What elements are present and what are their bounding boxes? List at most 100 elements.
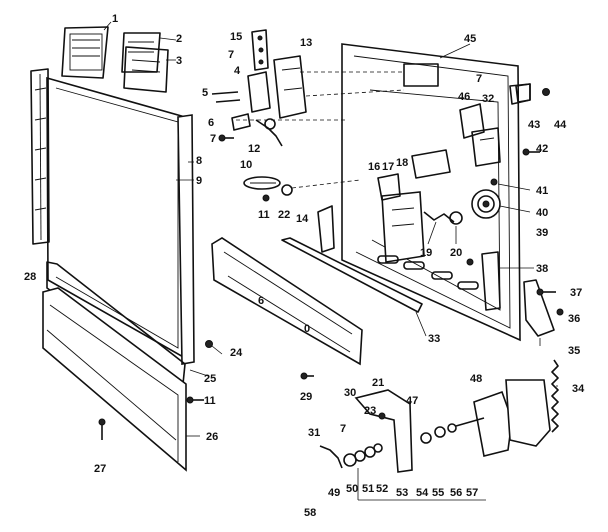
callout-43: 43 xyxy=(528,119,540,131)
washers-49-52 xyxy=(343,443,383,467)
spring-31 xyxy=(319,445,343,469)
callout-15: 15 xyxy=(230,31,242,43)
dispenser-lid-16 xyxy=(377,173,401,201)
lever-18 xyxy=(411,149,451,179)
callout-47: 47 xyxy=(406,395,418,407)
callout-33: 33 xyxy=(428,333,440,345)
callout-7d: 7 xyxy=(340,423,346,435)
vent-slots xyxy=(377,255,479,290)
callout-30: 30 xyxy=(344,387,356,399)
callout-22: 22 xyxy=(278,209,290,221)
callout-57: 57 xyxy=(466,487,478,499)
callout-1: 1 xyxy=(112,13,118,25)
dispenser-body-17 xyxy=(381,191,425,263)
actuator-32 xyxy=(471,127,501,167)
callout-20: 20 xyxy=(450,247,462,259)
callout-31: 31 xyxy=(308,427,320,439)
callout-35: 35 xyxy=(568,345,580,357)
latch-spring-12 xyxy=(255,118,283,147)
screw-7-left xyxy=(218,134,234,142)
callout-44: 44 xyxy=(554,119,567,131)
door-rail xyxy=(281,237,423,313)
bracket-14 xyxy=(317,205,335,253)
callout-6: 6 xyxy=(208,117,214,129)
latch-housing-48 xyxy=(473,390,513,457)
screw-24 xyxy=(205,340,213,348)
callout-41: 41 xyxy=(536,185,548,197)
screws-5 xyxy=(211,91,241,103)
callout-36: 36 xyxy=(568,313,580,325)
lower-trim-25 xyxy=(46,261,186,385)
screw-27 xyxy=(98,418,106,440)
callout-54: 54 xyxy=(416,487,429,499)
screw-41 xyxy=(490,178,498,186)
bracket-38 xyxy=(481,251,501,311)
callout-3: 3 xyxy=(176,55,182,67)
callout-19: 19 xyxy=(420,247,432,259)
callout-11a: 11 xyxy=(258,209,270,221)
callout-10: 10 xyxy=(240,159,252,171)
callout-7c: 7 xyxy=(476,73,482,85)
screw-36 xyxy=(556,308,564,316)
callout-28: 28 xyxy=(24,271,36,283)
screw-42 xyxy=(522,148,540,156)
screw-23 xyxy=(378,412,386,420)
latch-body-47 xyxy=(354,389,413,473)
door-edge-trim xyxy=(177,114,195,365)
latch-bracket-13 xyxy=(273,55,307,119)
callout-11b: 11 xyxy=(204,395,216,407)
toe-panel xyxy=(42,287,187,472)
spring-34 xyxy=(551,359,559,433)
screw-44 xyxy=(542,88,550,96)
counterweight-48 xyxy=(505,379,551,447)
screw-37 xyxy=(536,288,556,296)
latch-bracket-4 xyxy=(247,71,271,113)
callout-42: 42 xyxy=(536,143,548,155)
callout-34: 34 xyxy=(572,383,585,395)
callout-25: 25 xyxy=(204,373,216,385)
latch-lever-6 xyxy=(231,113,251,131)
callout-45: 45 xyxy=(464,33,476,45)
callout-8: 8 xyxy=(196,155,202,167)
callout-51: 51 xyxy=(362,483,374,495)
callout-23: 23 xyxy=(364,405,376,417)
shaft-54-57 xyxy=(420,417,485,444)
callout-26: 26 xyxy=(206,431,218,443)
callout-38: 38 xyxy=(536,263,548,275)
callout-9: 9 xyxy=(196,175,202,187)
callout-46: 46 xyxy=(458,91,470,103)
instruction-card-3 xyxy=(123,46,169,93)
screw-29 xyxy=(300,372,314,380)
hinge-43 xyxy=(509,83,531,105)
actuator-46 xyxy=(459,103,485,139)
callout-4: 4 xyxy=(234,65,241,77)
callout-17: 17 xyxy=(382,161,394,173)
panel-mark-b: 0 xyxy=(304,323,310,335)
callout-49: 49 xyxy=(328,487,340,499)
callout-29: 29 xyxy=(300,391,312,403)
callout-40: 40 xyxy=(536,207,548,219)
callout-32: 32 xyxy=(482,93,494,105)
callout-37: 37 xyxy=(570,287,582,299)
cam-20 xyxy=(449,211,463,225)
washer-22 xyxy=(281,184,293,196)
callout-53: 53 xyxy=(396,487,408,499)
callout-labels: 1 2 3 4 5 6 7 7 7 7 8 9 10 11 11 12 13 1… xyxy=(24,13,585,519)
panel-mark-a: 6 xyxy=(258,295,264,307)
screw-39 xyxy=(466,258,474,266)
instruction-card-1 xyxy=(61,26,109,79)
callout-39: 39 xyxy=(536,227,548,239)
callout-55: 55 xyxy=(432,487,444,499)
callout-52: 52 xyxy=(376,483,388,495)
spring-19 xyxy=(423,211,455,223)
callout-13: 13 xyxy=(300,37,312,49)
callout-7a: 7 xyxy=(228,49,234,61)
screw-11-lower xyxy=(186,396,204,404)
callout-58: 58 xyxy=(304,507,316,519)
callout-21: 21 xyxy=(372,377,384,389)
leader-lines xyxy=(103,21,558,501)
callout-27: 27 xyxy=(94,463,106,475)
switch-10 xyxy=(243,176,281,190)
hinge-bracket-35 xyxy=(523,279,555,337)
